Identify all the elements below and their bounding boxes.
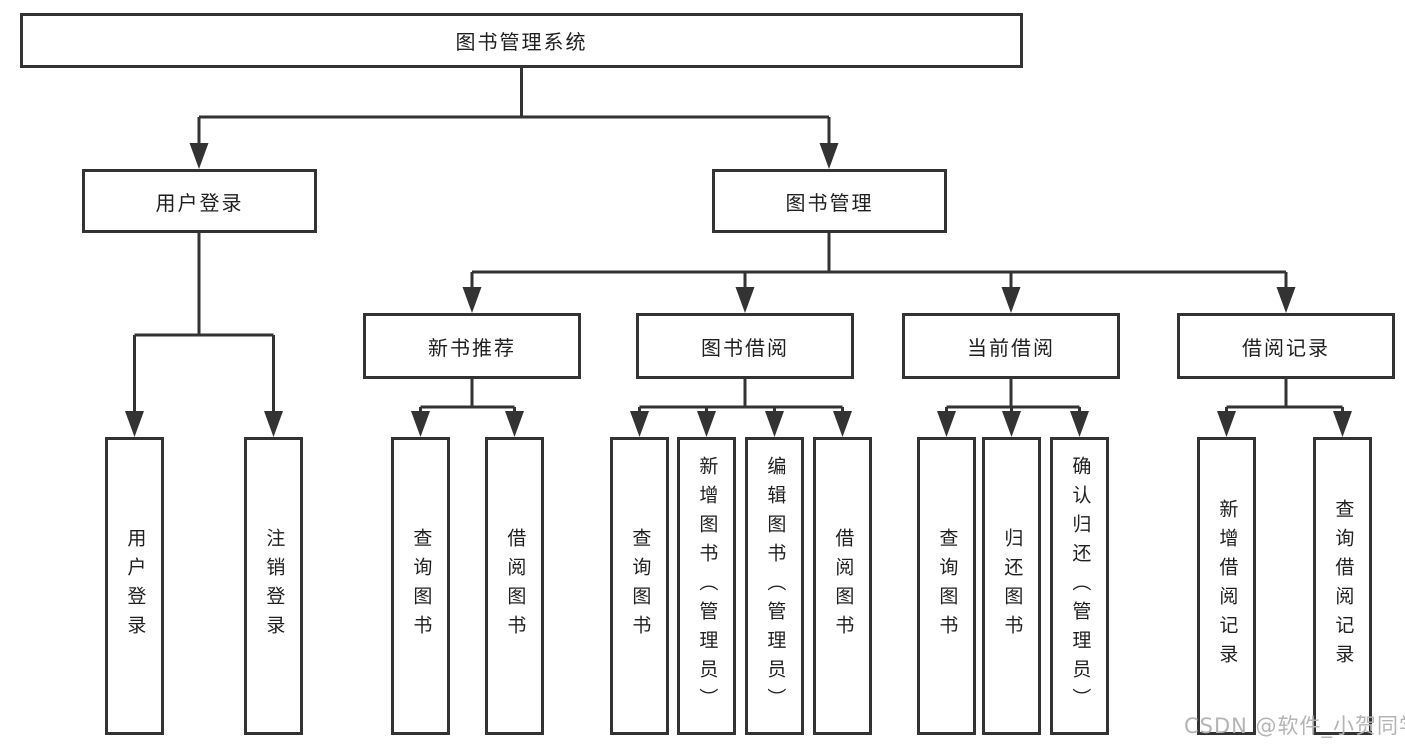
- leaf-borrow-books-borrow: 借阅图书: [813, 437, 872, 735]
- leaf-user-login-label: 用户登录: [124, 528, 147, 644]
- leaf-borrow-books-recommend: 借阅图书: [485, 437, 544, 735]
- leaf-confirm-return-admin-label: 确认归还（管理员）: [1069, 455, 1092, 717]
- leaf-borrow-books-borrow-label: 借阅图书: [832, 528, 855, 644]
- node-borrowing-records-label: 借阅记录: [1242, 335, 1330, 360]
- leaf-query-books-borrow: 查询图书: [610, 437, 669, 735]
- node-borrowing-records: 借阅记录: [1177, 313, 1395, 379]
- leaf-query-books-borrow-label: 查询图书: [629, 528, 652, 644]
- node-new-book-recommend-label: 新书推荐: [428, 335, 516, 360]
- node-current-borrowing: 当前借阅: [902, 313, 1120, 379]
- leaf-edit-books-admin: 编辑图书（管理员）: [745, 437, 804, 735]
- node-library-management-system: 图书管理系统: [20, 13, 1023, 68]
- leaf-add-borrow-record-label: 新增借阅记录: [1216, 499, 1239, 673]
- node-book-management-label: 图书管理: [785, 190, 874, 215]
- node-new-book-recommend: 新书推荐: [363, 313, 581, 379]
- node-user-login: 用户登录: [82, 169, 317, 233]
- leaf-add-books-admin-label: 新增图书（管理员）: [696, 455, 719, 717]
- leaf-borrow-books-recommend-label: 借阅图书: [504, 528, 527, 644]
- leaf-edit-books-admin-label: 编辑图书（管理员）: [764, 455, 787, 717]
- leaf-add-books-admin: 新增图书（管理员）: [677, 437, 736, 735]
- node-book-management: 图书管理: [712, 169, 947, 233]
- leaf-query-borrow-record: 查询借阅记录: [1313, 437, 1372, 735]
- node-library-management-system-label: 图书管理系统: [455, 30, 588, 54]
- leaf-query-books-recommend-label: 查询图书: [410, 528, 433, 644]
- leaf-add-borrow-record: 新增借阅记录: [1197, 437, 1256, 735]
- csdn-watermark: CSDN @软件_小贺同学: [1184, 714, 1405, 738]
- leaf-query-borrow-record-label: 查询借阅记录: [1332, 499, 1355, 673]
- leaf-confirm-return-admin: 确认归还（管理员）: [1050, 437, 1109, 735]
- leaf-return-books-label: 归还图书: [1001, 528, 1024, 644]
- node-current-borrowing-label: 当前借阅: [967, 335, 1055, 360]
- node-user-login-label: 用户登录: [155, 190, 244, 215]
- leaf-user-login: 用户登录: [105, 437, 164, 735]
- leaf-query-books-current: 查询图书: [917, 437, 976, 735]
- leaf-logout-login: 注销登录: [244, 437, 303, 735]
- leaf-logout-login-label: 注销登录: [263, 528, 286, 644]
- leaf-query-books-current-label: 查询图书: [936, 528, 959, 644]
- leaf-return-books: 归还图书: [982, 437, 1041, 735]
- node-book-borrowing-label: 图书借阅: [701, 335, 789, 360]
- node-book-borrowing: 图书借阅: [636, 313, 854, 379]
- leaf-query-books-recommend: 查询图书: [391, 437, 450, 735]
